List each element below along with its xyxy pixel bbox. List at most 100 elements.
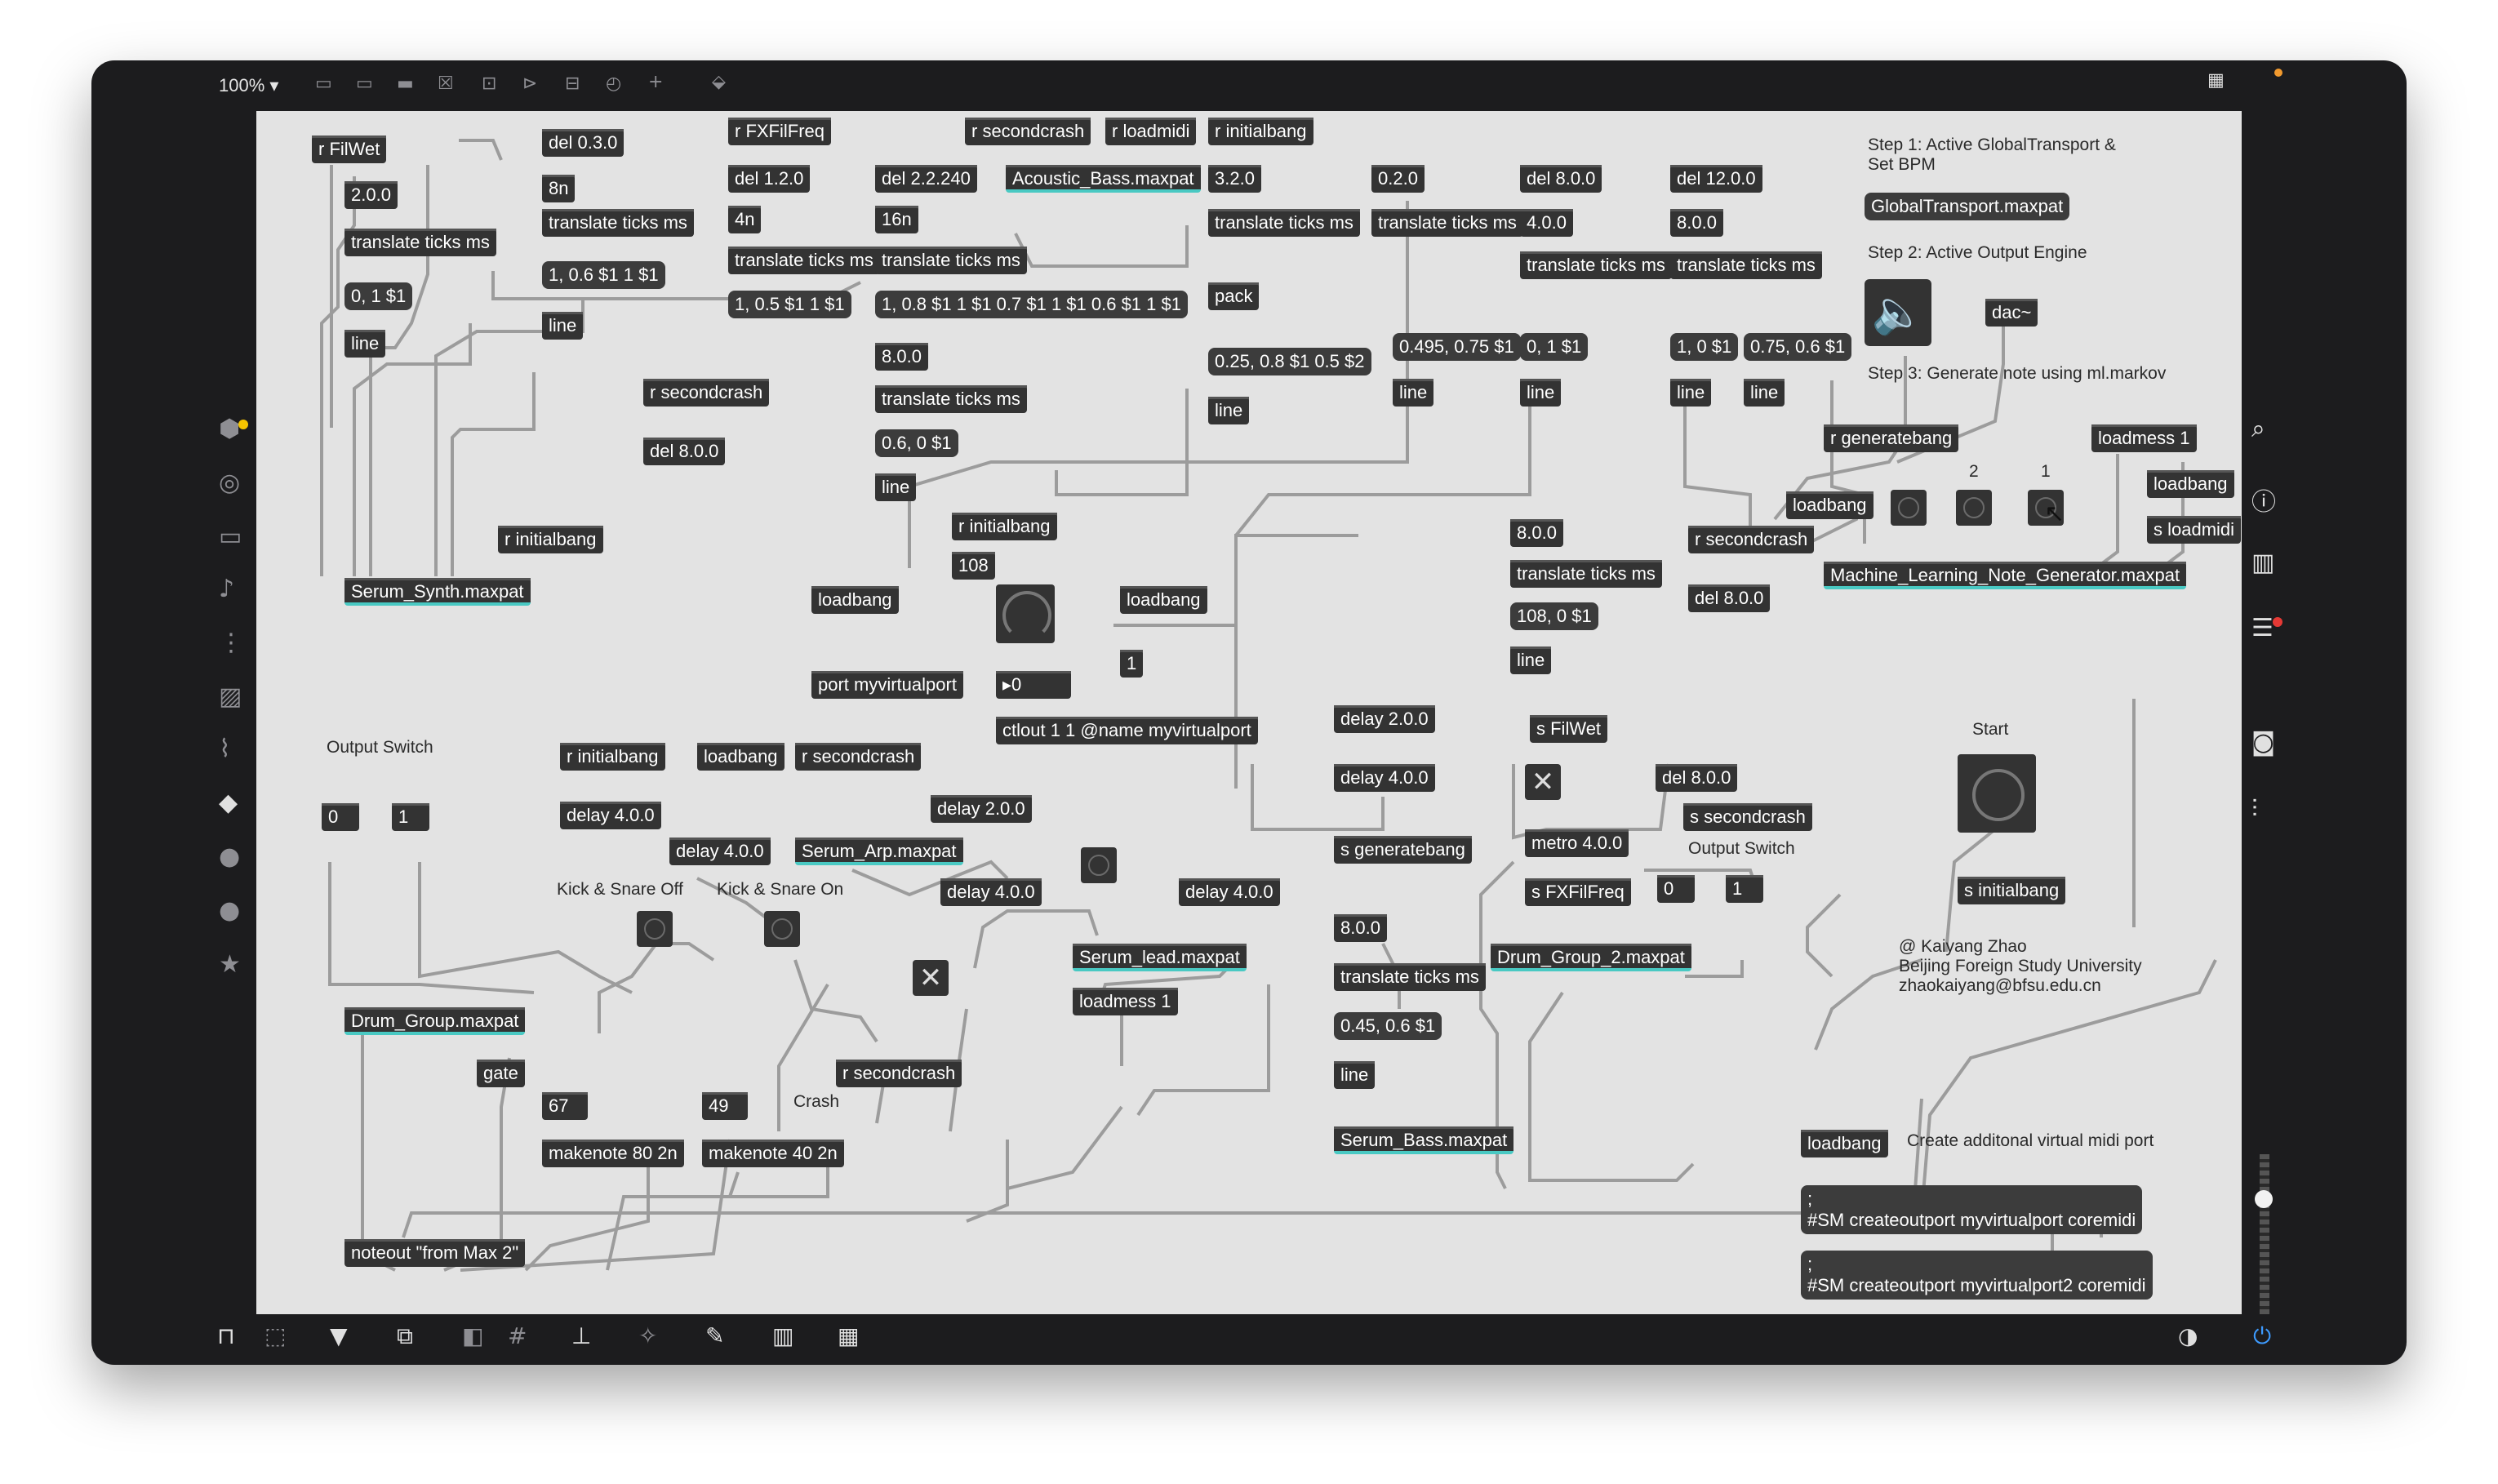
send-object[interactable]: s FXFilFreq [1525, 878, 1631, 906]
grid-view-icon[interactable]: ▦ [2207, 70, 2225, 91]
dial-icon[interactable]: ◴ [606, 73, 622, 94]
delay-object[interactable]: delay 2.0.0 [931, 795, 1032, 823]
loadbang-object[interactable]: loadbang [1801, 1130, 1888, 1157]
makenote-object[interactable]: makenote 40 2n [702, 1140, 844, 1167]
play-icon[interactable]: ⊳ [522, 73, 538, 94]
delay-object[interactable]: del 8.0.0 [643, 438, 726, 465]
send-object[interactable]: s FilWet [1530, 715, 1608, 743]
number-object[interactable]: 8.0.0 [1670, 209, 1723, 237]
comment-icon[interactable]: ▬ [397, 73, 414, 94]
number-object[interactable]: 16n [875, 206, 918, 233]
delay-object[interactable]: del 8.0.0 [1520, 165, 1602, 193]
patcher-canvas[interactable]: Step 1: Active GlobalTransport & Set BPM… [256, 111, 2242, 1314]
presentation-icon[interactable]: ⬚ [264, 1322, 287, 1349]
serum-bass-abstraction[interactable]: Serum_Bass.maxpat [1334, 1126, 1514, 1154]
send-object[interactable]: s secondcrash [1683, 803, 1812, 831]
start-button[interactable] [1958, 754, 2036, 833]
line-object[interactable]: line [1510, 646, 1552, 674]
message-box[interactable]: 0, 1 $1 [344, 282, 413, 310]
ml-note-generator-abstraction[interactable]: Machine_Learning_Note_Generator.maxpat [1824, 562, 2187, 589]
windows-icon[interactable]: ⧉ [397, 1322, 413, 1349]
translate-object[interactable]: translate ticks ms [875, 247, 1027, 274]
send-object[interactable]: s generatebang [1334, 836, 1472, 864]
translate-object[interactable]: translate ticks ms [1371, 209, 1523, 237]
kick-snare-off-toggle[interactable] [637, 911, 673, 947]
book-icon[interactable]: ▥ [2251, 549, 2275, 577]
receive-object[interactable]: r FilWet [312, 136, 387, 163]
delay-object[interactable]: del 2.2.240 [875, 165, 977, 193]
tree-icon[interactable]: ⊥ [571, 1322, 592, 1349]
message-box[interactable]: 1, 0 $1 [1670, 333, 1739, 361]
pack-object[interactable]: pack [1208, 282, 1260, 310]
loadmess-object[interactable]: loadmess 1 [1073, 988, 1178, 1015]
vst-icon[interactable]: ● [219, 842, 241, 871]
line-object[interactable]: line [542, 312, 584, 340]
radio-button-2[interactable] [1956, 490, 1992, 526]
message-box[interactable]: 0.75, 0.6 $1 [1744, 333, 1852, 361]
message-box[interactable]: 1, 0.6 $1 1 $1 [542, 261, 665, 289]
delay-object[interactable]: del 8.0.0 [1656, 764, 1738, 792]
translate-object[interactable]: translate ticks ms [1670, 251, 1822, 279]
receive-object[interactable]: r initialbang [498, 526, 603, 553]
close-icon[interactable]: ✕ [913, 960, 949, 996]
message-box[interactable]: 1, 0.5 $1 1 $1 [728, 291, 851, 318]
noteout-object[interactable]: noteout "from Max 2" [344, 1239, 526, 1267]
receive-object[interactable]: r FXFilFreq [728, 118, 831, 145]
number-box[interactable]: 1 [1120, 650, 1144, 678]
translate-object[interactable]: translate ticks ms [1520, 251, 1672, 279]
serum-synth-abstraction[interactable]: Serum_Synth.maxpat [344, 578, 531, 606]
message-box[interactable]: 0, 1 $1 [1520, 333, 1589, 361]
receive-object[interactable]: r secondcrash [795, 743, 922, 771]
loadbang-object[interactable]: loadbang [2147, 470, 2234, 498]
port-message[interactable]: port myvirtualport [811, 671, 963, 699]
loadbang-object[interactable]: loadbang [1120, 586, 1207, 614]
keyboard-icon[interactable]: ▦ [838, 1322, 860, 1349]
number-box[interactable]: 108 [952, 552, 995, 580]
receive-object[interactable]: r secondcrash [643, 379, 770, 407]
piano-icon[interactable]: ▥ [772, 1322, 794, 1349]
line-object[interactable]: line [344, 330, 386, 358]
drum-group-abstraction[interactable]: Drum_Group.maxpat [344, 1007, 526, 1035]
line-object[interactable]: line [875, 473, 917, 501]
serum-lead-abstraction[interactable]: Serum_lead.maxpat [1073, 944, 1247, 971]
message-box[interactable]: 0.6, 0 $1 [875, 429, 958, 457]
number-object[interactable]: 0.2.0 [1371, 165, 1425, 193]
number-box[interactable]: 0 [322, 803, 359, 831]
line-object[interactable]: line [1208, 397, 1250, 424]
acoustic-bass-abstraction[interactable]: Acoustic_Bass.maxpat [1006, 165, 1201, 193]
loadbang-object[interactable]: loadbang [697, 743, 785, 771]
number-box[interactable]: 1 [1726, 875, 1763, 903]
delay-object[interactable]: del 8.0.0 [1688, 584, 1771, 612]
coremidi-message-2[interactable]: ; #SM createoutport myvirtualport2 corem… [1801, 1251, 2153, 1300]
metro-object[interactable]: metro 4.0.0 [1525, 829, 1629, 857]
line-object[interactable]: line [1670, 379, 1712, 407]
delay-object[interactable]: del 0.3.0 [542, 129, 624, 157]
delay-object[interactable]: delay 4.0.0 [1334, 764, 1435, 792]
translate-object[interactable]: translate ticks ms [1510, 560, 1662, 588]
number-object[interactable]: 8n [542, 175, 576, 202]
message-box[interactable]: 0.25, 0.8 $1 0.5 $2 [1208, 348, 1371, 375]
send-object[interactable]: s initialbang [1958, 877, 2066, 904]
receive-object[interactable]: r initialbang [952, 513, 1057, 540]
add-icon[interactable]: + [648, 72, 664, 92]
power-icon[interactable]: ⏻ [2253, 1322, 2272, 1349]
translate-object[interactable]: translate ticks ms [344, 229, 496, 256]
button-icon[interactable]: ☒ [438, 73, 454, 94]
message-box[interactable]: 1, 0.8 $1 1 $1 0.7 $1 1 $1 0.6 $1 1 $1 [875, 291, 1188, 318]
packages-icon[interactable]: ⬢ [219, 415, 241, 443]
line-object[interactable]: line [1520, 379, 1562, 407]
star-icon[interactable]: ★ [219, 950, 241, 979]
translate-object[interactable]: translate ticks ms [728, 247, 880, 274]
send-object[interactable]: s loadmidi [2147, 516, 2242, 544]
radio-button[interactable] [1891, 490, 1927, 526]
paperclip-icon[interactable]: ⌇ [219, 735, 231, 763]
ctl-dial[interactable] [996, 584, 1055, 643]
message-box[interactable]: 0.495, 0.75 $1 [1393, 333, 1521, 361]
drum-group-2-abstraction[interactable]: Drum_Group_2.maxpat [1491, 944, 1691, 971]
close-icon[interactable]: ✕ [1525, 764, 1561, 800]
receive-object[interactable]: r secondcrash [965, 118, 1091, 145]
plug-icon[interactable]: ◆ [219, 789, 238, 817]
global-transport-abstraction[interactable]: GlobalTransport.maxpat [1865, 193, 2070, 220]
mute-icon[interactable]: ◧ [462, 1322, 484, 1349]
info-icon[interactable]: ⓘ [2251, 488, 2276, 517]
